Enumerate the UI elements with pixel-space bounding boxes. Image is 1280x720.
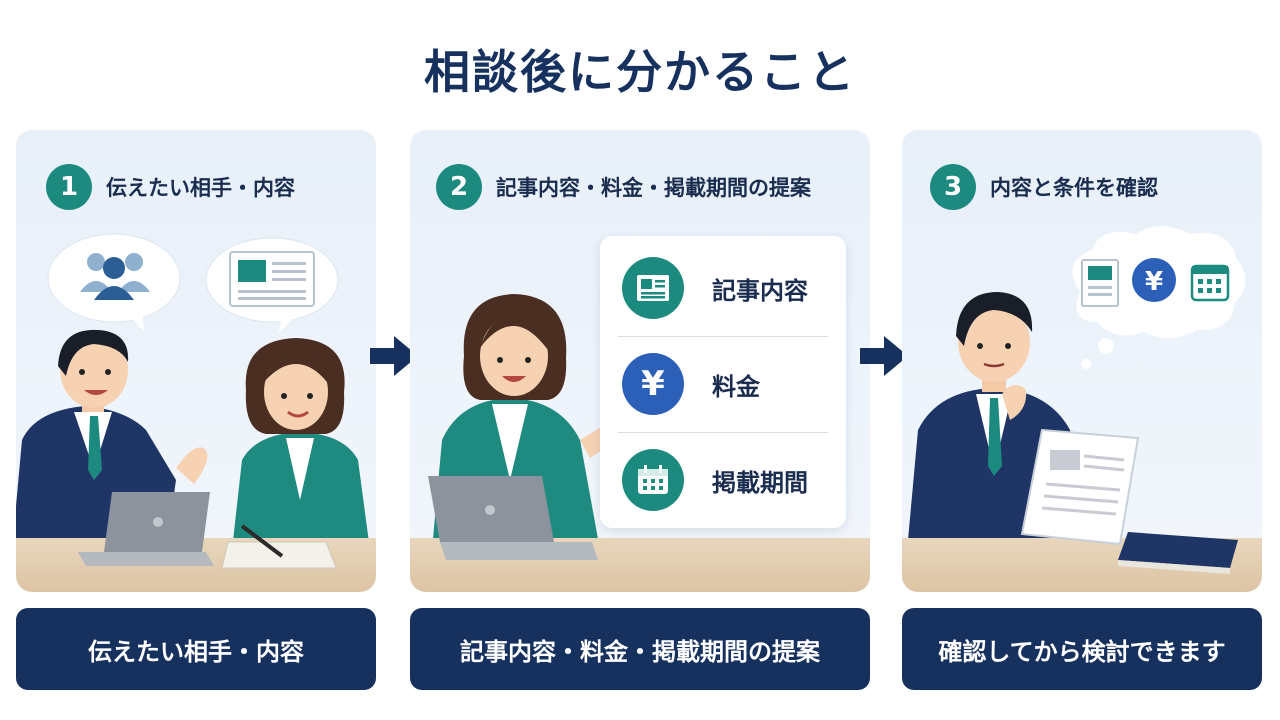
- calendar-icon: [622, 449, 684, 511]
- calendar-icon: [1190, 264, 1230, 302]
- step-1-header: 1 伝えたい相手・内容: [46, 164, 295, 210]
- people-icon: [80, 253, 150, 300]
- divider: [618, 336, 828, 337]
- step-3-caption: 確認してから検討できます: [902, 608, 1262, 690]
- step-2-heading: 記事内容・料金・掲載期間の提案: [496, 176, 811, 200]
- page-title: 相談後に分かること: [424, 45, 856, 99]
- article-icon: [622, 257, 684, 319]
- step-3-panel: 3 内容と条件を確認 ¥: [902, 130, 1262, 592]
- proposal-item-period: 掲載期間: [618, 432, 828, 528]
- proposal-item-fee: ¥ 料金: [618, 336, 828, 432]
- step-3-number: 3: [930, 164, 976, 210]
- step-3-header: 3 内容と条件を確認: [930, 164, 1158, 210]
- divider: [618, 432, 828, 433]
- proposal-item-label: 記事内容: [712, 276, 808, 305]
- document-sheet-icon: [1020, 428, 1140, 546]
- notebook-icon: [222, 524, 337, 569]
- document-icon: [1081, 259, 1119, 307]
- speech-bubble-people: [47, 233, 181, 332]
- document-icon: [229, 251, 315, 307]
- proposal-item-label: 掲載期間: [712, 468, 808, 497]
- proposal-item-label: 料金: [712, 372, 760, 401]
- step-2-panel: 2 記事内容・料金・掲載期間の提案 記事内容 ¥ 料金: [410, 130, 870, 592]
- yen-symbol: ¥: [1145, 267, 1163, 297]
- speech-bubble-document: [205, 237, 339, 334]
- yen-icon: ¥: [622, 353, 684, 415]
- yen-icon: [1132, 258, 1176, 302]
- laptop-icon: [428, 476, 598, 560]
- woman-figure: [232, 338, 370, 550]
- thought-bubble: ¥: [1072, 226, 1246, 369]
- step-2-caption: 記事内容・料金・掲載期間の提案: [410, 608, 870, 690]
- step-1-number: 1: [46, 164, 92, 210]
- closed-notebook-icon: [1118, 532, 1238, 574]
- laptop-icon: [78, 492, 214, 566]
- proposal-item-article: 記事内容: [618, 240, 828, 336]
- step-3-heading: 内容と条件を確認: [990, 176, 1158, 200]
- step-2-number: 2: [436, 164, 482, 210]
- step-2-header: 2 記事内容・料金・掲載期間の提案: [436, 164, 811, 210]
- woman-presenter-figure: [432, 294, 632, 550]
- arrow-right-icon: [370, 336, 418, 376]
- step-1-panel: 1 伝えたい相手・内容: [16, 130, 376, 592]
- arrow-right-icon: [860, 336, 908, 376]
- step-1-caption: 伝えたい相手・内容: [16, 608, 376, 690]
- proposal-card: 記事内容 ¥ 料金 掲載期間: [600, 236, 846, 528]
- yen-symbol: ¥: [641, 364, 665, 404]
- step-1-heading: 伝えたい相手・内容: [106, 176, 295, 200]
